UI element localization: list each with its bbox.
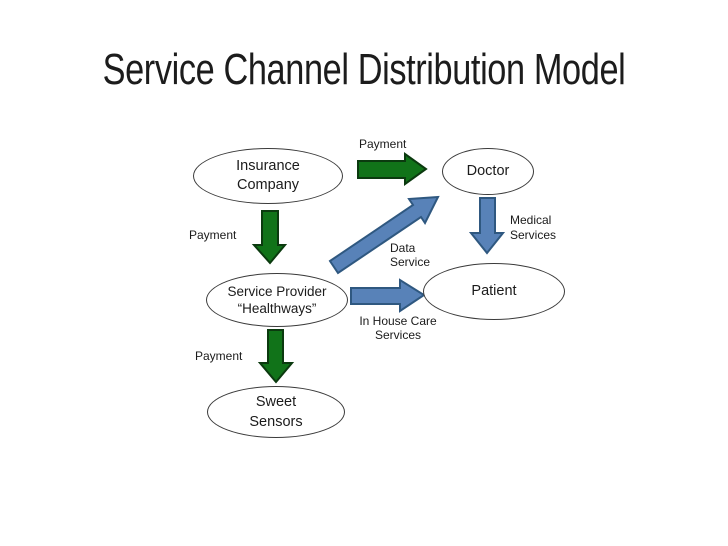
page-title: Service Channel Distribution Model [102,45,626,94]
label-line: Service [390,255,431,269]
node-label: Insurance [236,158,300,174]
node-label: Company [236,177,300,193]
payment-arrow-down-icon [251,210,288,265]
label-in-house-care-services: In House Care Services [350,314,446,342]
label-payment-middle: Payment [189,228,237,242]
payment-arrow-right-icon [357,152,428,186]
label-line: Services [510,228,557,242]
label-payment-top: Payment [359,137,407,151]
label-line: Medical [510,213,552,227]
label-line: Data [390,241,416,255]
data-service-arrow-icon [328,195,440,275]
label-medical-services: Medical Services [510,213,556,243]
node-label: Sweet [255,394,297,410]
node-label: “Healthways” [237,301,317,316]
node-label: Sensors [249,414,303,430]
label-data-service: Data Service [390,241,430,269]
node-insurance-company: Insurance Company [193,148,343,204]
in-house-care-arrow-icon [350,278,426,313]
node-sweet-sensors: Sweet Sensors [207,386,345,438]
node-patient: Patient [423,263,565,320]
label-line: Services [374,328,421,342]
label-payment-bottom: Payment [195,349,243,363]
node-service-provider: Service Provider “Healthways” [206,273,348,327]
node-doctor: Doctor [442,148,534,195]
node-label: Service Provider [227,284,327,299]
label-line: In House Care [359,314,437,328]
node-label: Patient [471,283,517,299]
payment-arrow-down2-icon [257,329,295,384]
node-label: Doctor [466,163,510,179]
medical-services-arrow-icon [468,197,506,255]
